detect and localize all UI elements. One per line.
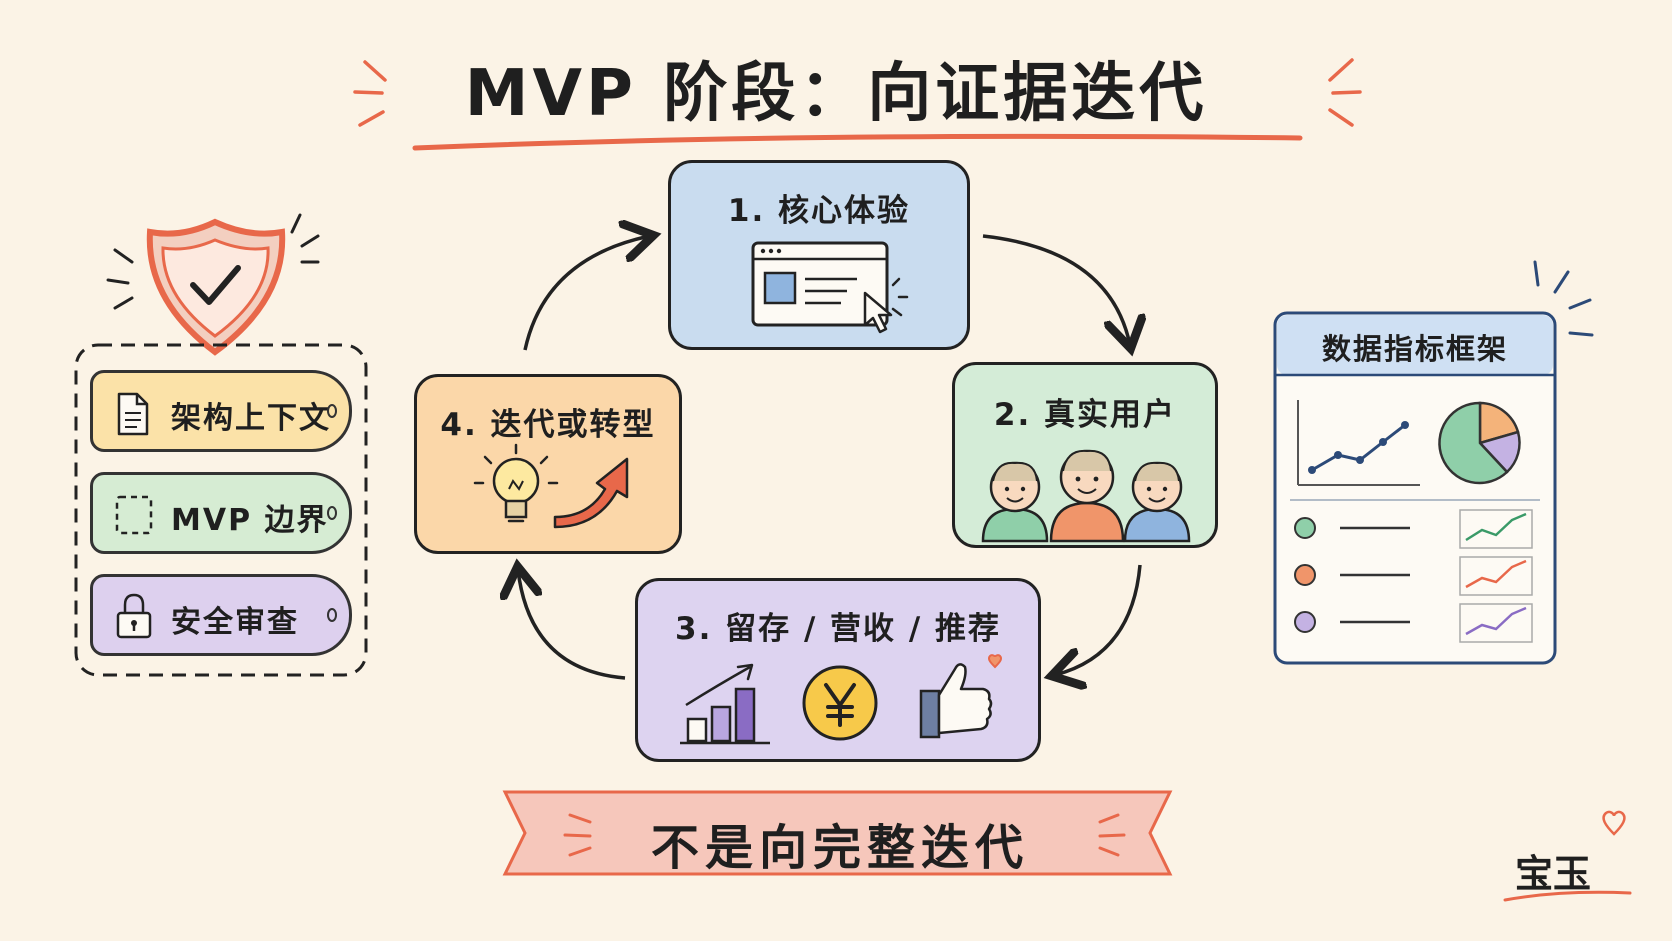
tag-hole-icon	[327, 608, 337, 622]
arrow-4-to-1	[523, 236, 650, 351]
yen-coin-icon	[802, 665, 878, 741]
page-title: MVP 阶段：向证据迭代	[464, 57, 1208, 131]
pivot-arrow-icon	[553, 457, 629, 529]
guardrail-tag-mvp-boundary: MVP 边界	[90, 472, 352, 554]
heart-icon	[1602, 810, 1626, 836]
tag-hole-icon	[327, 506, 337, 520]
arrow-3-to-4	[518, 570, 626, 680]
author-signature: 宝玉	[1515, 851, 1592, 896]
title-sparks-right-icon	[1328, 58, 1362, 127]
guardrail-label-architecture: 架构上下文	[171, 401, 331, 436]
metrics-panel-title: 数据指标框架	[1321, 332, 1508, 366]
browser-click-icon	[751, 241, 909, 334]
guardrail-label-mvp-boundary: MVP 边界	[171, 503, 329, 538]
guardrail-tag-architecture: 架构上下文	[90, 370, 352, 452]
title-sparks-left-icon	[353, 60, 387, 127]
step-label-2: 2. 真实用户	[993, 397, 1177, 433]
arrow-2-to-3	[1055, 564, 1142, 675]
metrics-sparks-icon	[1533, 260, 1594, 337]
thumbs-up-heart-icon	[919, 654, 1003, 739]
step-label-3: 3. 留存 / 营收 / 推荐	[675, 611, 1001, 647]
bottom-banner-text: 不是向完整迭代	[650, 820, 1029, 876]
arrow-1-to-2	[982, 234, 1130, 345]
lightbulb-icon	[473, 443, 559, 523]
users-group-icon	[981, 449, 1191, 543]
metric-rows	[1294, 509, 1533, 643]
title-underline	[412, 133, 1303, 151]
shield-check-icon	[146, 218, 286, 356]
line-chart-icon	[1297, 400, 1420, 486]
guardrail-label-security: 安全审查	[171, 605, 299, 640]
step-card-1: 1. 核心体验	[668, 160, 970, 350]
step-label-1: 1. 核心体验	[727, 193, 911, 229]
growth-bars-icon	[680, 663, 770, 745]
document-icon	[117, 392, 149, 436]
bottom-ribbon	[502, 790, 1173, 876]
step-card-2: 2. 真实用户	[952, 362, 1218, 548]
step-card-4: 4. 迭代或转型	[414, 374, 682, 554]
step-label-4: 4. 迭代或转型	[440, 407, 656, 443]
guardrails-container	[74, 343, 368, 677]
shield-sparks-icon	[106, 213, 320, 310]
dashed-box-icon	[115, 495, 153, 535]
step-card-3: 3. 留存 / 营收 / 推荐	[635, 578, 1041, 762]
lock-icon	[116, 593, 152, 639]
tag-hole-icon	[327, 404, 337, 418]
guardrail-tag-security: 安全审查	[90, 574, 352, 656]
signature-underline	[1503, 890, 1632, 902]
pie-chart-icon	[1438, 401, 1521, 485]
